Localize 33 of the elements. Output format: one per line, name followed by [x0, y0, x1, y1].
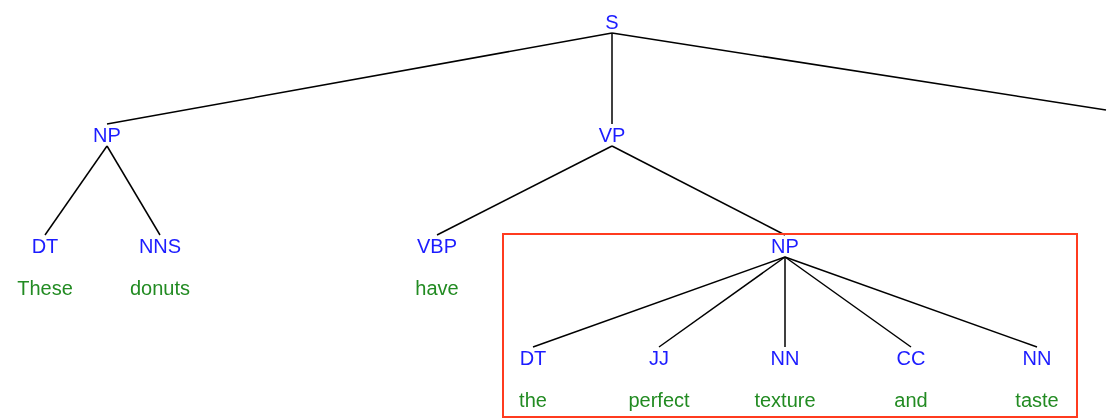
tag-label: NNS — [138, 235, 182, 257]
word-label: the — [519, 389, 547, 411]
tag-label: CC — [896, 347, 926, 369]
tag-label: DT — [519, 347, 547, 369]
word-label: These — [17, 277, 73, 299]
tag-label: NN — [1022, 347, 1052, 369]
tag-label: VBP — [417, 235, 457, 257]
word-label: texture — [754, 389, 816, 411]
highlight-frame — [502, 233, 1078, 418]
tree-branch — [436, 145, 613, 236]
tree-branch — [658, 256, 786, 348]
tag-label: JJ — [649, 347, 669, 369]
tree-branch — [106, 32, 613, 125]
tree-branch — [784, 256, 1038, 348]
word-label: and — [894, 389, 928, 411]
tag-label: NP — [771, 235, 799, 257]
tag-label: DT — [31, 235, 59, 257]
tree-branch — [611, 32, 613, 125]
word-label: perfect — [628, 389, 690, 411]
tree-branch — [44, 145, 108, 236]
tag-label: NN — [770, 347, 800, 369]
tree-branch — [532, 256, 786, 348]
tag-label: VP — [598, 124, 626, 146]
word-label: donuts — [129, 277, 191, 299]
tag-label: NP — [93, 124, 121, 146]
word-label: taste — [1015, 389, 1059, 411]
tree-branch — [784, 256, 786, 348]
tag-label: S — [605, 11, 619, 33]
tree-branch — [611, 32, 1107, 111]
tree-branch — [106, 145, 161, 236]
tree-branch — [611, 145, 786, 236]
word-label: have — [415, 277, 459, 299]
tree-branch — [784, 256, 912, 348]
